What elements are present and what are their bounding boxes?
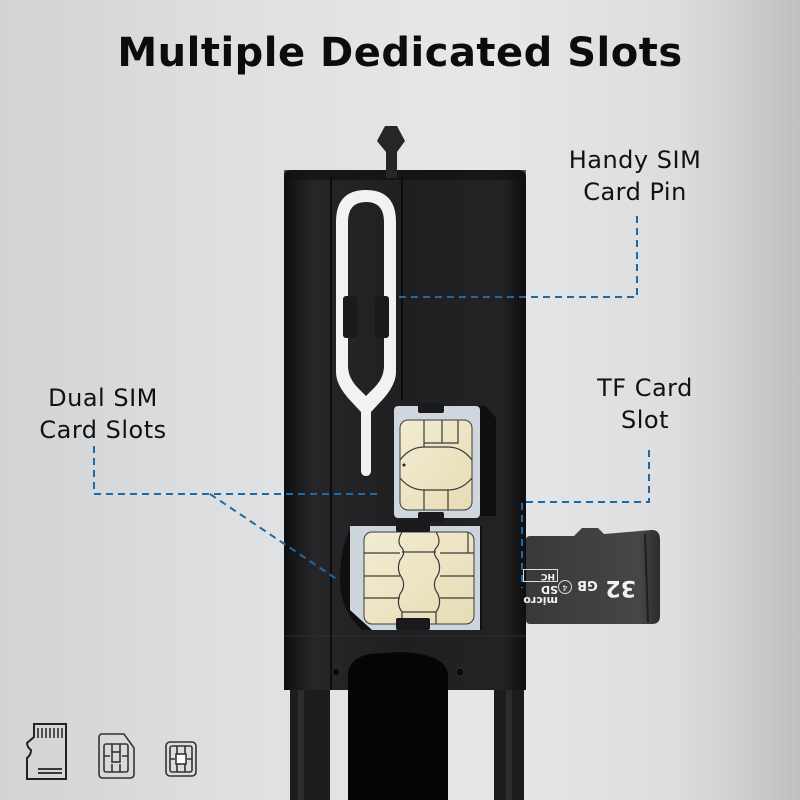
- tf-callout-line: [521, 450, 650, 588]
- tf-capacity: 32: [605, 575, 636, 600]
- micro-sd-card-icon: [25, 723, 67, 780]
- device-lower-rails: [290, 680, 524, 800]
- lower-window: [348, 652, 448, 800]
- micro-sim-card: [340, 520, 482, 630]
- callout-dual-sim: Dual SIM Card Slots: [8, 382, 198, 446]
- callout-sim-pin-line1: Handy SIM: [568, 146, 702, 174]
- page-title: Multiple Dedicated Slots: [117, 30, 683, 76]
- dual-sim-callout-line-2: [209, 493, 339, 581]
- callout-sim-pin: Handy SIM Card Pin: [540, 144, 730, 208]
- tf-unit: GB: [577, 577, 598, 592]
- callout-dual-sim-line1: Dual SIM: [48, 384, 158, 412]
- tf-card-label: 32 GB 4 micro SD HC: [523, 540, 644, 620]
- callout-lines: [93, 216, 650, 588]
- tf-brand: micro: [523, 594, 558, 607]
- tf-speed-class: 4: [558, 580, 572, 594]
- callout-tf-slot-line1: TF Card: [597, 374, 693, 402]
- callout-dual-sim-line2: Card Slots: [39, 416, 167, 444]
- nano-sim-card: [394, 403, 496, 522]
- micro-sim-card-icon: [98, 733, 135, 779]
- pin-callout-line: [394, 216, 638, 298]
- nano-sim-card-icon: [165, 741, 197, 777]
- callout-tf-slot-line2: Slot: [621, 406, 669, 434]
- callout-tf-slot: TF Card Slot: [560, 372, 730, 436]
- micro-sd-card: [526, 528, 660, 624]
- callout-sim-pin-line2: Card Pin: [583, 178, 687, 206]
- ejector-tab: [377, 126, 405, 178]
- dual-sim-callout-line: [93, 446, 382, 495]
- tf-class: HC: [523, 569, 558, 582]
- sim-eject-pin: [336, 190, 396, 476]
